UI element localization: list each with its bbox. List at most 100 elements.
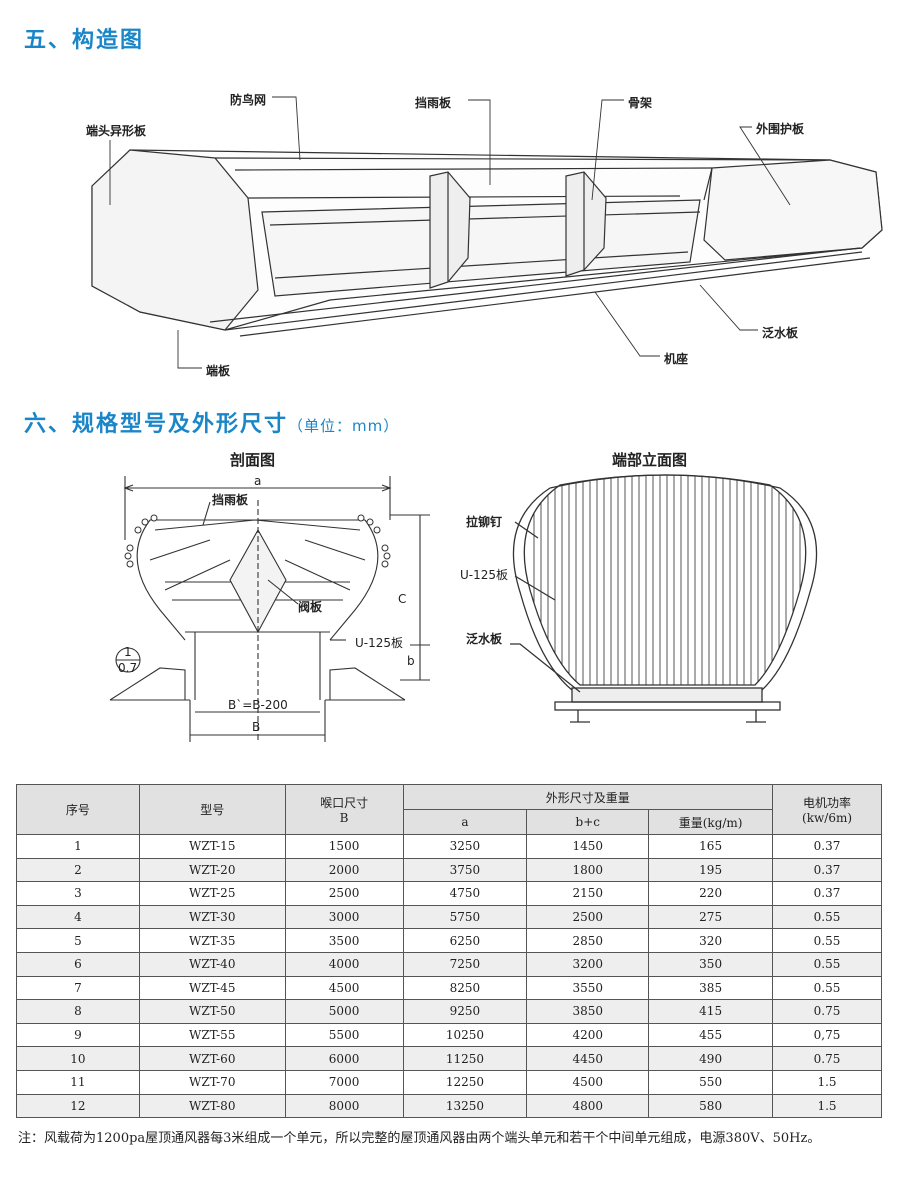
cell-bc: 3850 (526, 999, 650, 1024)
cell-no: 11 (16, 1069, 140, 1095)
header-power-sub: (kw/6m) (802, 811, 853, 825)
section-outer-right (329, 519, 379, 641)
cell-model: WZT-70 (138, 1069, 286, 1095)
cell-weight: 320 (648, 928, 774, 953)
cell-model: WZT-45 (138, 975, 286, 1001)
cell-bc: 2850 (526, 928, 650, 953)
cell-throat: 5000 (284, 999, 404, 1024)
cell-a: 9250 (402, 999, 528, 1024)
cell-no: 9 (16, 1022, 140, 1048)
cell-throat: 8000 (284, 1093, 404, 1119)
cell-no: 5 (16, 928, 140, 953)
header-model: 型号 (138, 784, 286, 835)
cell-throat: 7000 (284, 1069, 404, 1095)
end-view-diagram (510, 474, 818, 723)
cell-weight: 455 (648, 1022, 774, 1048)
section6-title-text: 六、规格型号及外形尺寸 (24, 412, 289, 437)
label-rain-baffle: 挡雨板 (415, 96, 452, 110)
cell-model: WZT-50 (138, 999, 286, 1024)
label-outer-panel: 外围护板 (756, 122, 805, 136)
cell-throat: 1500 (284, 834, 404, 859)
structure-diagram (91, 96, 883, 369)
cell-power: 1.5 (772, 1093, 882, 1119)
cell-weight: 385 (648, 975, 774, 1001)
cell-power: 0.55 (772, 928, 882, 953)
cell-a: 6250 (402, 928, 528, 953)
cell-power: 0.37 (772, 857, 882, 883)
section-dim-b-prime: B`=B-200 (228, 698, 288, 712)
header-weight: 重量(kg/m) (648, 809, 774, 835)
cell-model: WZT-20 (138, 857, 286, 883)
cell-weight: 220 (648, 881, 774, 906)
cell-bc: 2500 (526, 904, 650, 930)
cell-throat: 5500 (284, 1022, 404, 1048)
header-bc: b+c (526, 809, 650, 835)
cell-weight: 195 (648, 857, 774, 883)
end-view-ribs (533, 475, 801, 685)
cell-a: 8250 (402, 975, 528, 1001)
cell-bc: 4450 (526, 1046, 650, 1071)
cell-weight: 580 (648, 1093, 774, 1119)
section-outer-left (136, 519, 186, 641)
cell-weight: 415 (648, 999, 774, 1024)
section-label-valve-plate: 阀板 (298, 600, 323, 614)
cell-weight: 350 (648, 951, 774, 977)
section-frac-top: 1 (124, 645, 132, 659)
cell-power: 0.37 (772, 834, 882, 859)
cell-model: WZT-25 (138, 881, 286, 906)
cell-no: 1 (16, 834, 140, 859)
cell-power: 0.55 (772, 951, 882, 977)
section6-title: 六、规格型号及外形尺寸（单位：mm） (24, 406, 399, 438)
cell-bc: 4200 (526, 1022, 650, 1048)
label-end-board: 端板 (206, 364, 231, 378)
cell-bc: 2150 (526, 881, 650, 906)
cell-a: 12250 (402, 1069, 528, 1095)
cell-throat: 3000 (284, 904, 404, 930)
cell-weight: 490 (648, 1046, 774, 1071)
cell-bc: 4800 (526, 1093, 650, 1119)
cell-bc: 4500 (526, 1069, 650, 1095)
label-end-plate: 端头异形板 (86, 124, 147, 138)
cell-bc: 1800 (526, 857, 650, 883)
cell-no: 6 (16, 951, 140, 977)
cell-no: 10 (16, 1046, 140, 1071)
end-plate-shape (91, 149, 259, 331)
end-label-u125: U-125板 (460, 568, 509, 582)
cell-model: WZT-15 (138, 834, 286, 859)
cell-a: 5750 (402, 904, 528, 930)
cell-model: WZT-55 (138, 1022, 286, 1048)
cell-a: 4750 (402, 881, 528, 906)
cell-power: 0,75 (772, 1022, 882, 1048)
end-label-rivet: 拉铆钉 (466, 515, 503, 529)
section-view-title: 剖面图 (230, 451, 276, 469)
end-view-title: 端部立面图 (612, 451, 688, 469)
cell-model: WZT-80 (138, 1093, 286, 1119)
header-throat-label: 喉口尺寸 (320, 796, 369, 810)
cell-power: 0.55 (772, 975, 882, 1001)
cell-no: 12 (16, 1093, 140, 1119)
end-label-flashing: 泛水板 (466, 632, 503, 646)
section-label-rain-baffle: 挡雨板 (212, 493, 249, 507)
header-a: a (402, 809, 528, 835)
cell-weight: 275 (648, 904, 774, 930)
header-throat-sub: B (339, 811, 349, 825)
cell-bc: 3200 (526, 951, 650, 977)
section-view-diagram (109, 476, 430, 742)
cell-a: 7250 (402, 951, 528, 977)
footnote: 注：风载荷为1200pa屋顶通风器每3米组成一个单元，所以完整的屋顶通风器由两个… (18, 1131, 821, 1146)
cell-model: WZT-40 (138, 951, 286, 977)
outer-panel-shape (703, 159, 883, 261)
header-power-label: 电机功率 (803, 796, 852, 810)
cell-power: 0.55 (772, 904, 882, 930)
label-frame: 骨架 (628, 96, 653, 110)
cell-a: 10250 (402, 1022, 528, 1048)
